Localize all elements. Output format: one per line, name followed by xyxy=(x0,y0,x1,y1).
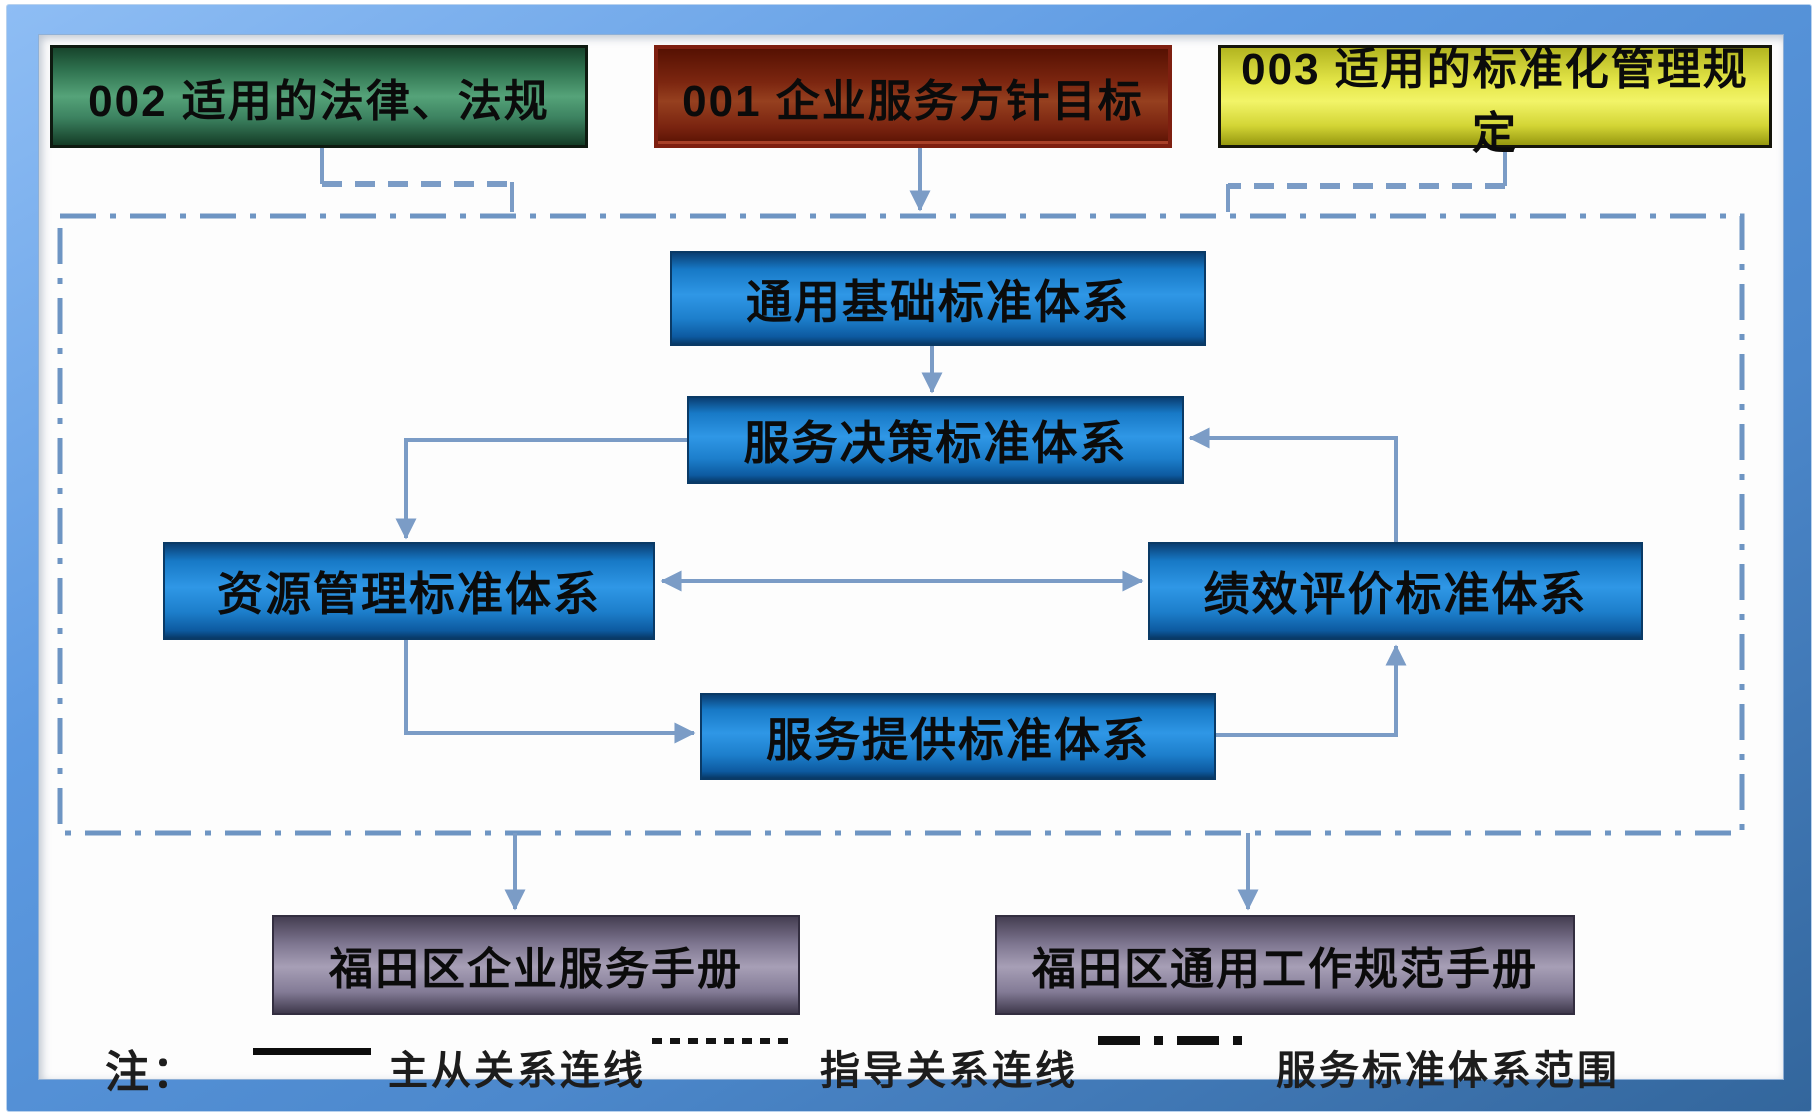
legend-note-label: 注： xyxy=(105,1048,199,1097)
legend-scope-label: 服务标准体系范围 xyxy=(1276,1049,1620,1093)
resource-to-provision-arrow xyxy=(404,640,696,744)
node-001-service-policy-goals: 001 企业服务方针目标 xyxy=(654,45,1172,148)
legend-master-slave-label: 主从关系连线 xyxy=(388,1049,646,1093)
node-general-basic-standards: 通用基础标准体系 xyxy=(670,251,1206,346)
decision-to-resource-arrow xyxy=(395,438,687,540)
legend-dotted-line-swatch xyxy=(652,1038,794,1044)
node-performance-evaluation-standards: 绩效评价标准体系 xyxy=(1148,542,1643,640)
node-futian-enterprise-service-manual: 福田区企业服务手册 xyxy=(272,915,800,1015)
legend-guidance-label: 指导关系连线 xyxy=(820,1049,1078,1093)
node-002-applicable-laws: 002 适用的法律、法规 xyxy=(50,45,588,148)
provision-to-performance-arrow xyxy=(1216,644,1407,737)
node-003-standardization-regulations: 003 适用的标准化管理规定 xyxy=(1218,45,1772,158)
scope-boundary xyxy=(57,213,1745,836)
legend-solid-line-swatch xyxy=(253,1048,371,1055)
legend-dashdot-line-swatch xyxy=(1098,1036,1250,1045)
node-resource-management-standards: 资源管理标准体系 xyxy=(163,542,655,640)
performance-to-decision-arrow xyxy=(1188,427,1398,542)
node-service-decision-standards: 服务决策标准体系 xyxy=(687,396,1184,484)
node-service-provision-standards: 服务提供标准体系 xyxy=(700,693,1216,780)
node-futian-work-specification-manual: 福田区通用工作规范手册 xyxy=(995,915,1575,1015)
